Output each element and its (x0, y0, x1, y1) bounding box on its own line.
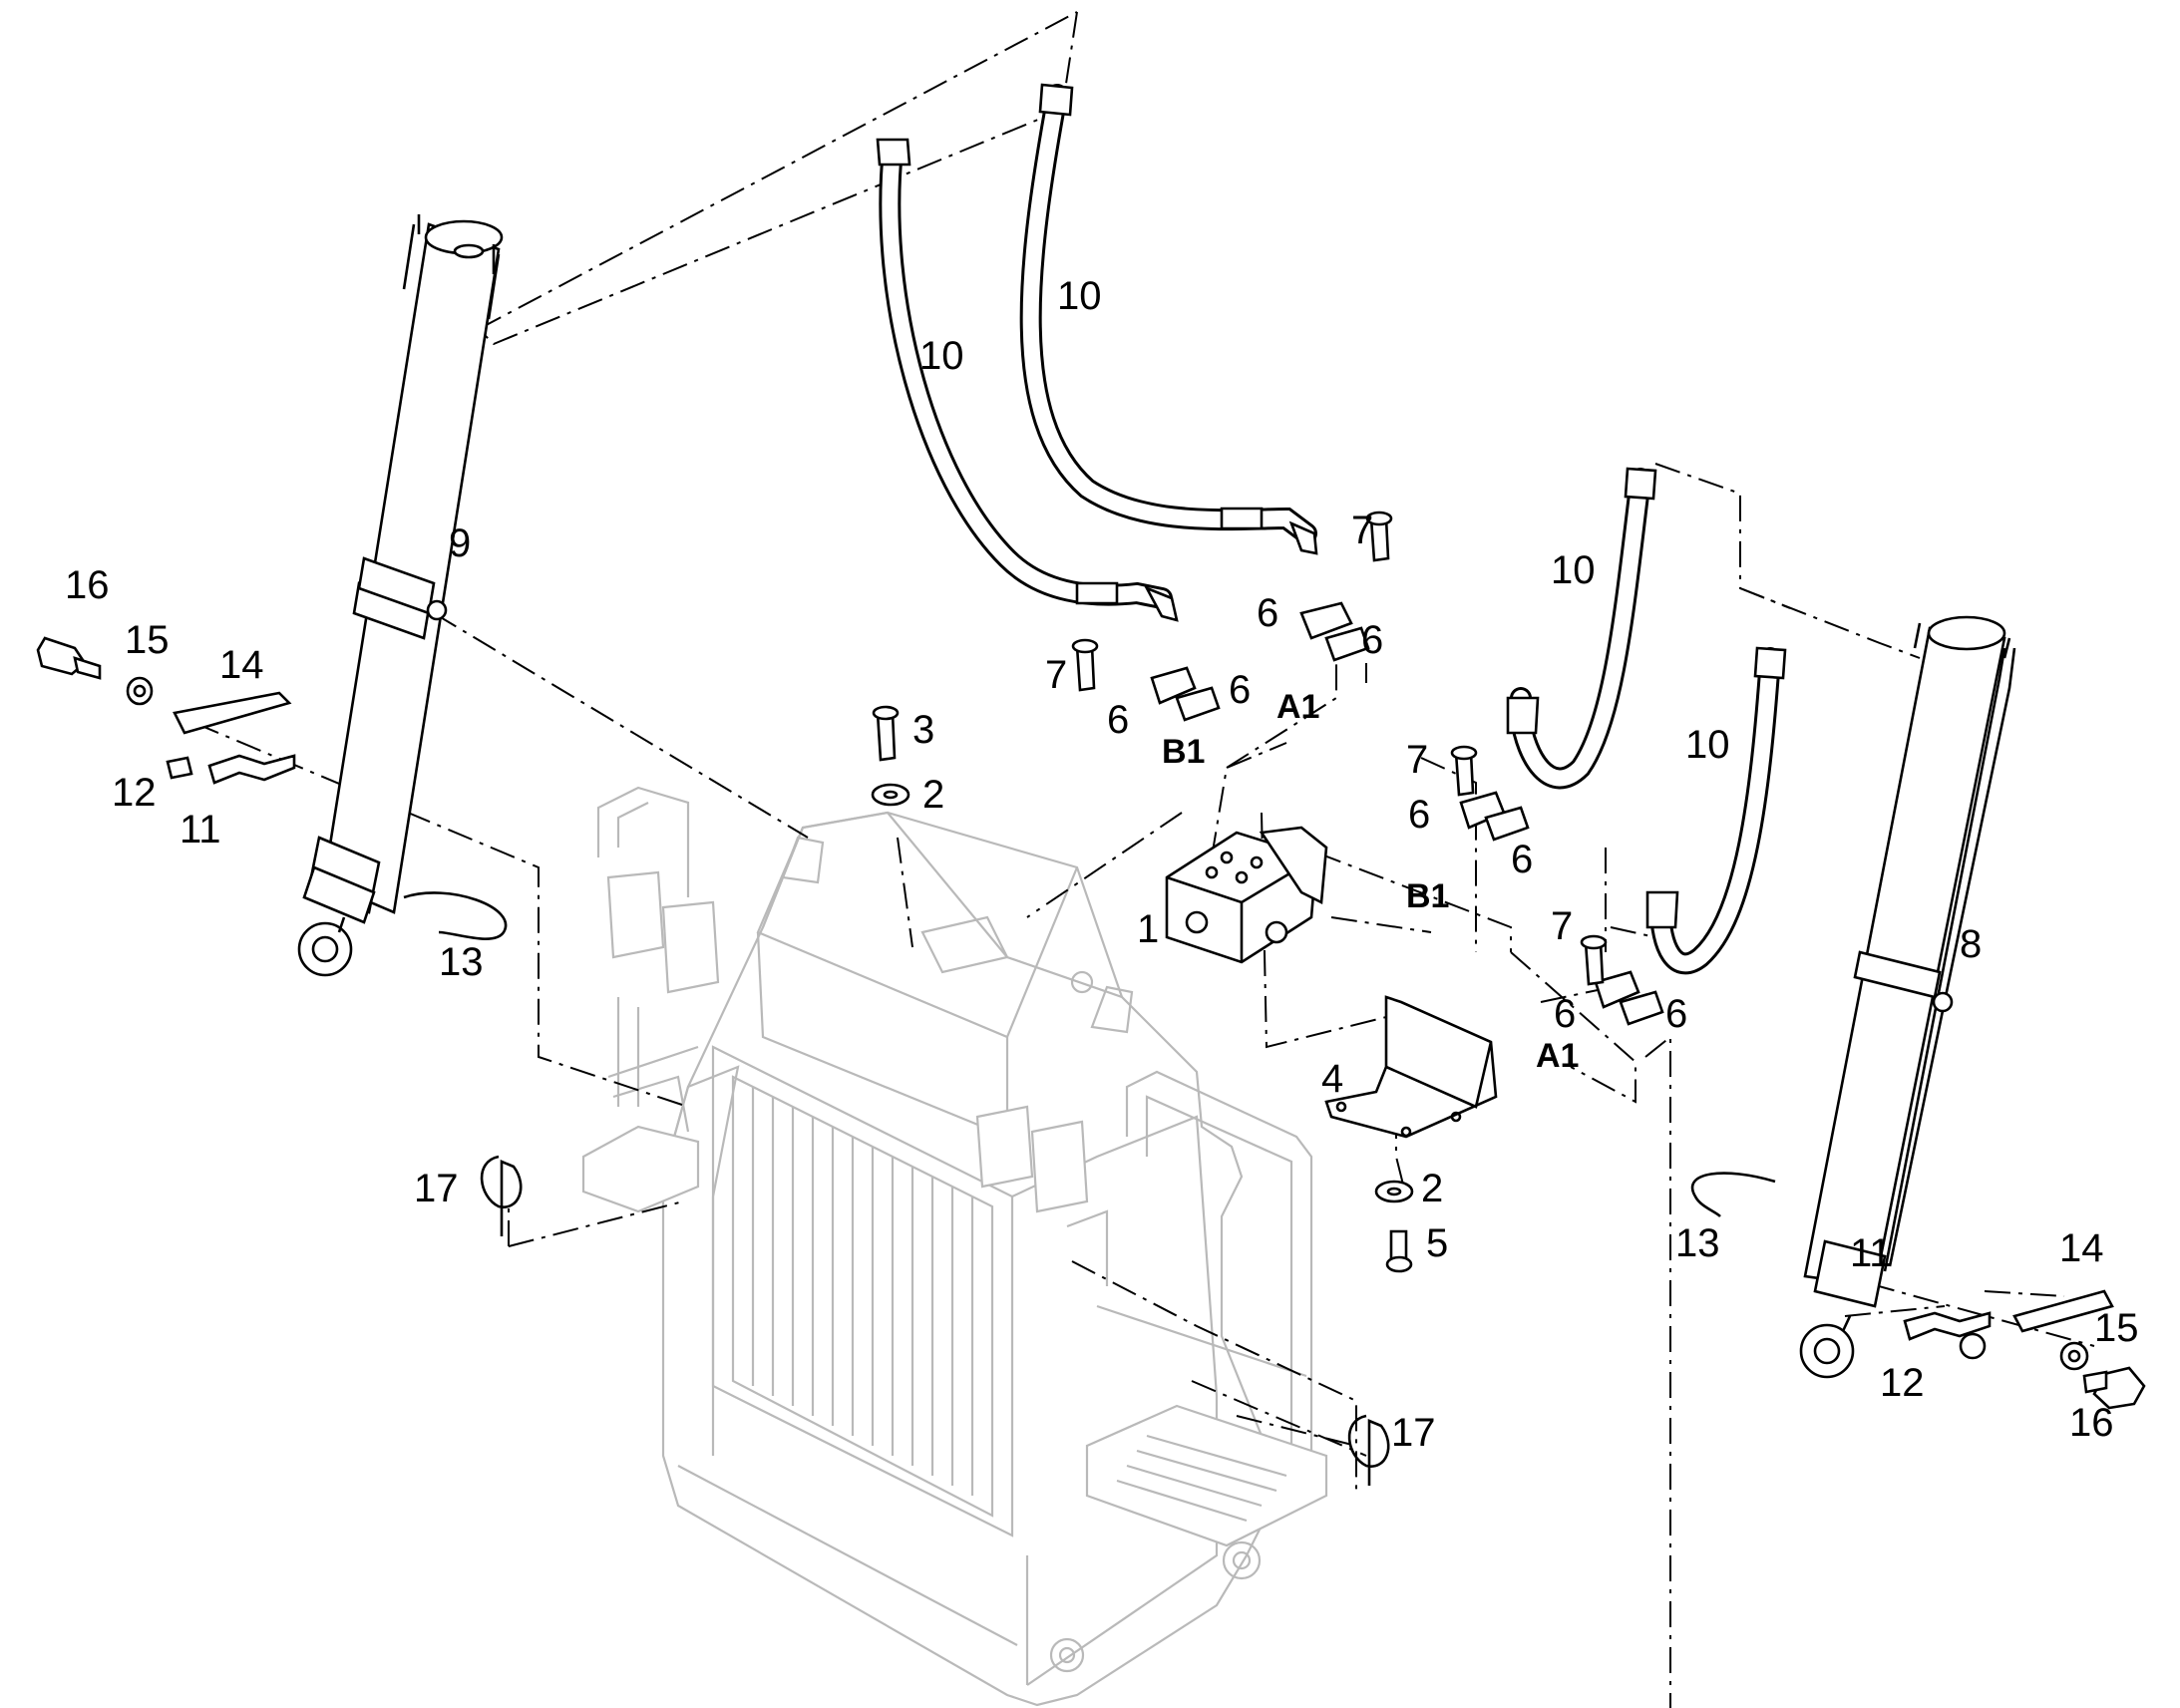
callout-4: 4 (1321, 1057, 1343, 1101)
callout-5: 5 (1426, 1221, 1448, 1265)
callout-10: 10 (1551, 548, 1596, 592)
callout-9: 9 (449, 521, 471, 565)
washers-bolts (871, 705, 1414, 1273)
right-fastener-group (1690, 1172, 2146, 1410)
callout-13: 13 (439, 940, 484, 984)
callout-12: 12 (112, 771, 157, 815)
right-step-grating (1116, 1434, 1287, 1523)
callout-8: 8 (1960, 922, 1982, 966)
callout-10: 10 (919, 334, 964, 378)
callout-2: 2 (922, 773, 944, 817)
lynch-pins-17 (480, 1155, 1390, 1486)
callout-14: 14 (219, 643, 264, 687)
callout-6: 6 (1257, 591, 1278, 635)
callout-6: 6 (1361, 618, 1383, 662)
callout-6: 6 (1408, 793, 1430, 837)
callout-7: 7 (1045, 653, 1067, 697)
callout-16: 16 (2069, 1401, 2114, 1445)
mounting-bracket-4 (1324, 995, 1498, 1139)
hydraulic-cylinder-9 (297, 214, 504, 977)
callout-11: 11 (1850, 1231, 1892, 1275)
callout-7: 7 (1551, 904, 1573, 948)
callout-17: 17 (414, 1167, 459, 1210)
callout-labels: 16 15 14 12 11 13 9 10 10 10 10 7 7 7 7 … (65, 274, 2139, 1455)
port-label-a1: A1 (1536, 1037, 1579, 1075)
callout-3: 3 (912, 708, 934, 752)
callout-15: 15 (2094, 1306, 2139, 1350)
split-flanges-and-bolts (1071, 511, 1664, 1026)
callout-10: 10 (1685, 723, 1730, 767)
hydraulic-hose-pair-right (1506, 467, 1787, 975)
callout-2: 2 (1421, 1167, 1443, 1210)
callout-6: 6 (1511, 838, 1533, 881)
port-labels: B1 A1 B1 A1 (1162, 688, 1579, 1075)
port-label-b1: B1 (1406, 877, 1449, 915)
callout-17: 17 (1391, 1411, 1436, 1455)
callout-16: 16 (65, 563, 110, 607)
callout-15: 15 (125, 618, 170, 662)
callout-14: 14 (2059, 1226, 2104, 1270)
hydraulic-cylinder-8 (1799, 615, 2016, 1379)
callout-6: 6 (1229, 668, 1251, 712)
callout-1: 1 (1137, 907, 1159, 951)
valve-block-1 (1165, 826, 1328, 964)
radiator-fins (751, 1087, 974, 1496)
left-fastener-group (36, 636, 508, 940)
callout-6: 6 (1665, 992, 1687, 1036)
machine-frame-ghost (581, 786, 1328, 1707)
port-label-b1: B1 (1162, 733, 1205, 771)
port-label-a1: A1 (1276, 688, 1319, 726)
hydraulic-hose-pair-center (876, 83, 1318, 622)
callout-7: 7 (1351, 509, 1373, 552)
callout-6: 6 (1107, 698, 1129, 742)
callout-12: 12 (1880, 1361, 1925, 1405)
callout-11: 11 (180, 808, 221, 852)
callout-10: 10 (1057, 274, 1102, 318)
callout-6: 6 (1554, 992, 1576, 1036)
callout-7: 7 (1406, 738, 1428, 782)
callout-13: 13 (1675, 1221, 1720, 1265)
